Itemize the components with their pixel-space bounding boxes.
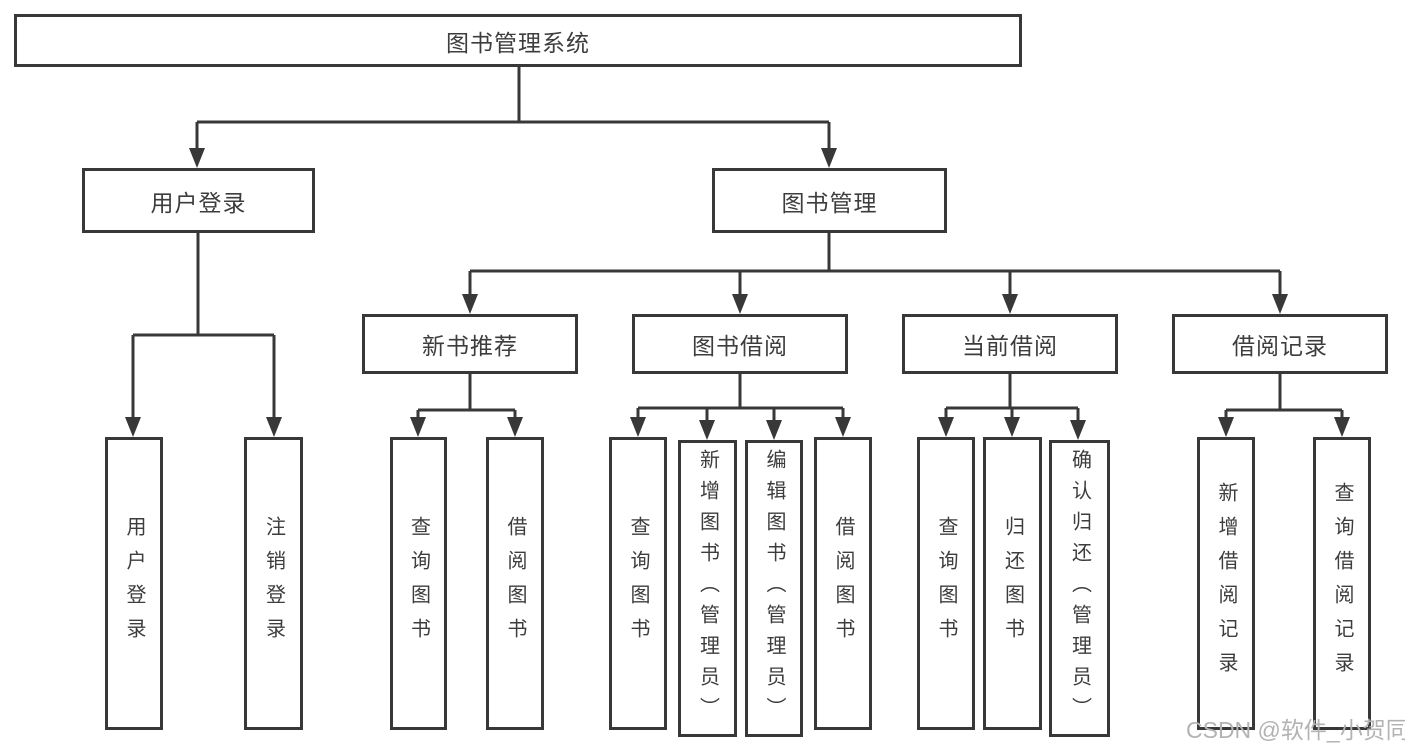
arrowhead-icon [1272,294,1288,314]
node-current-borrow-label: 当前借阅 [962,333,1058,359]
leaf-add-books-admin-label: 新增图书（管理员） [696,449,719,728]
connector-current-borrow-to-leaves [938,374,1086,440]
leaf-add-borrow-record-label: 新增借阅记录 [1215,481,1237,686]
leaf-query-borrow-record: 查询借阅记录 [1313,437,1371,730]
leaf-query-books-borrow-label: 查询图书 [627,515,649,652]
leaf-query-books-current-label: 查询图书 [935,515,957,652]
arrowhead-icon [938,417,954,437]
arrowhead-icon [630,417,646,437]
arrowhead-icon [266,417,282,437]
leaf-add-books-admin: 新增图书（管理员） [678,440,737,737]
leaf-query-borrow-record-label: 查询借阅记录 [1331,481,1353,686]
leaf-logout: 注销登录 [244,437,303,730]
leaf-confirm-return-admin-label: 确认归还（管理员） [1068,449,1091,728]
leaf-return-books-label: 归还图书 [1001,515,1024,652]
node-book-borrow-label: 图书借阅 [692,333,788,359]
arrowhead-icon [1004,417,1020,437]
leaf-return-books: 归还图书 [983,437,1042,730]
arrowhead-icon [1334,417,1350,437]
node-user-login-label: 用户登录 [150,189,247,216]
arrowhead-icon [821,148,837,168]
connector-user-login-to-leaves [125,232,282,437]
arrowhead-icon [1002,294,1018,314]
node-new-book-recommend-label: 新书推荐 [422,333,518,359]
node-root-label: 图书管理系统 [446,29,590,56]
node-book-management: 图书管理 [712,168,947,233]
leaf-borrow-books-recommend: 借阅图书 [486,437,544,730]
arrowhead-icon [1070,420,1086,440]
arrowhead-icon [462,294,478,314]
connector-new-book-recommend-to-leaves [410,374,523,437]
connector-borrow-records-to-leaves [1218,374,1350,437]
leaf-borrow-books: 借阅图书 [814,437,872,730]
arrowhead-icon [699,420,715,440]
leaf-edit-books-admin-label: 编辑图书（管理员） [763,449,785,728]
leaf-borrow-books-recommend-label: 借阅图书 [504,515,526,652]
leaf-query-books-borrow: 查询图书 [609,437,667,730]
node-user-login: 用户登录 [82,168,315,233]
arrowhead-icon [1218,417,1234,437]
node-book-borrow: 图书借阅 [632,314,848,374]
leaf-edit-books-admin: 编辑图书（管理员） [745,440,803,737]
arrowhead-icon [410,417,426,437]
arrowhead-icon [766,420,782,440]
node-current-borrow: 当前借阅 [902,314,1118,374]
connector-book-borrow-to-leaves [630,374,851,440]
arrowhead-icon [507,417,523,437]
node-book-management-label: 图书管理 [781,189,878,216]
connector-root-to-level2 [189,67,837,168]
node-borrow-records: 借阅记录 [1172,314,1388,374]
leaf-borrow-books-label: 借阅图书 [832,515,854,652]
node-borrow-records-label: 借阅记录 [1232,333,1328,359]
leaf-query-books-recommend-label: 查询图书 [407,515,430,652]
connector-book-management-to-level3 [462,232,1288,314]
arrowhead-icon [732,294,748,314]
arrowhead-icon [835,417,851,437]
leaf-logout-label: 注销登录 [262,515,285,652]
node-root: 图书管理系统 [14,14,1022,67]
leaf-confirm-return-admin: 确认归还（管理员） [1049,440,1110,737]
leaf-query-books-current: 查询图书 [917,437,975,730]
leaf-user-login-label: 用户登录 [123,515,145,652]
leaf-add-borrow-record: 新增借阅记录 [1197,437,1255,730]
leaf-user-login: 用户登录 [105,437,163,730]
arrowhead-icon [125,417,141,437]
leaf-query-books-recommend: 查询图书 [390,437,447,730]
csdn-watermark: CSDN @软件_小贺同学 [1186,717,1405,743]
node-new-book-recommend: 新书推荐 [362,314,578,374]
arrowhead-icon [189,148,205,168]
